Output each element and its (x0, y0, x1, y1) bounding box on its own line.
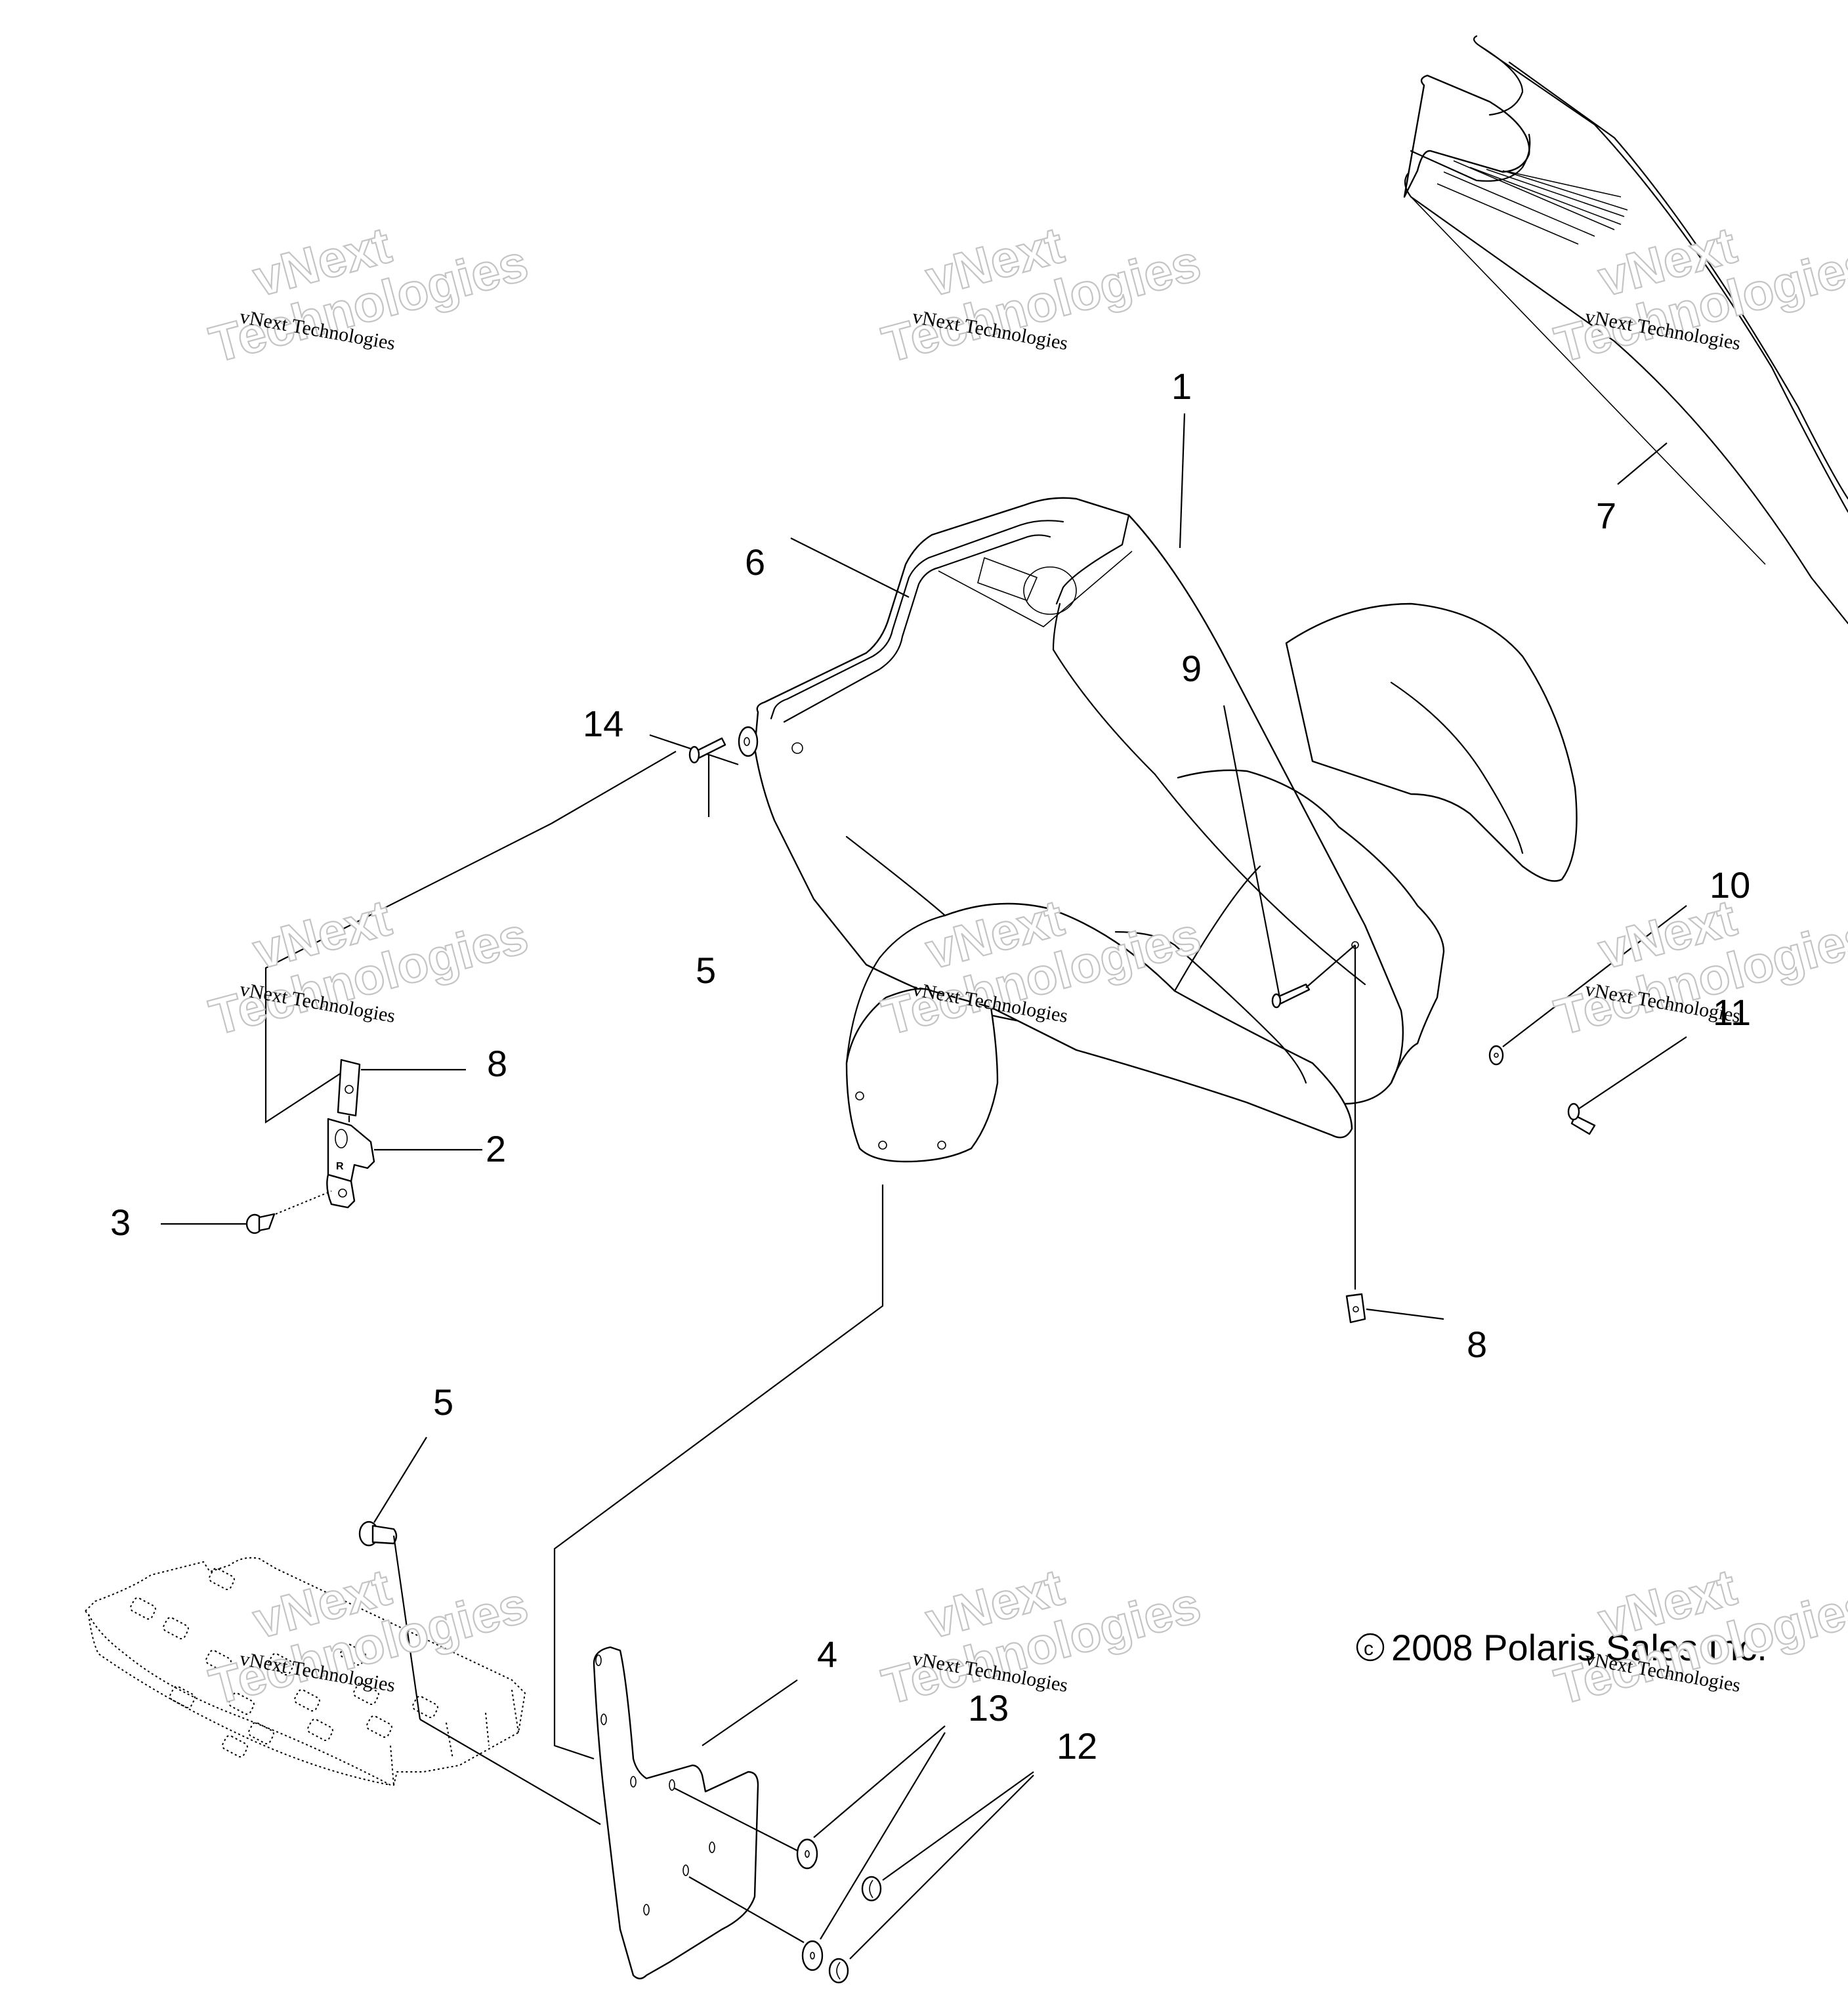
callout-4: 4 (817, 1633, 837, 1675)
copyright-text: 2008 Polaris Sales Inc. (1391, 1627, 1767, 1668)
part-5-screw-upper (688, 737, 726, 764)
leader-5b (373, 1437, 427, 1523)
part-12-nut-upper (861, 1876, 882, 1902)
part-4-mud-flap (593, 1646, 759, 1980)
leader-10 (1502, 905, 1687, 1047)
part-11-screw (1567, 1102, 1596, 1135)
footrest-slots (130, 1567, 438, 1758)
callout-6: 6 (745, 541, 765, 583)
callout-5-upper: 5 (696, 950, 716, 991)
part-8-speed-nut-left (337, 1059, 361, 1117)
part-10-washer (1488, 1045, 1504, 1066)
assembly-line-flap (553, 1185, 884, 1760)
part-14-washer (738, 726, 759, 757)
copyright-circle-icon (1356, 1633, 1385, 1662)
assembly-line-bracket (264, 751, 677, 1124)
callout-12: 12 (1057, 1725, 1097, 1767)
callout-11: 11 (1713, 992, 1751, 1033)
leader-11 (1578, 1036, 1687, 1110)
leader-9 (1223, 705, 1281, 998)
bracket-mark: R (336, 1161, 344, 1172)
callout-2: 2 (486, 1128, 506, 1169)
callout-8-right: 8 (1467, 1324, 1487, 1365)
part-2-bracket: R (326, 1118, 375, 1209)
callouts: 1 2 3 4 5 5 6 7 8 8 9 10 11 12 13 14 (110, 366, 1751, 1767)
part-13-washer-lower (801, 1940, 824, 1971)
callout-9: 9 (1181, 648, 1202, 689)
part-13-washer-upper (796, 1838, 818, 1870)
callout-8-left: 8 (487, 1043, 507, 1084)
callout-14: 14 (583, 703, 623, 744)
callout-1: 1 (1171, 366, 1192, 407)
part-5-screw-lower (358, 1521, 398, 1547)
leader-12 (849, 1771, 1034, 1960)
part-7-trim-strip (1403, 35, 1848, 625)
part-3-push-rivet (245, 1213, 276, 1234)
part-12-nut-lower (828, 1958, 849, 1984)
copyright-c: c (1364, 1638, 1374, 1660)
part-1-front-fender (753, 497, 1578, 1163)
callout-10: 10 (1710, 864, 1750, 906)
leader-7 (1617, 442, 1668, 485)
part-9-screw (1271, 983, 1311, 1009)
callout-13: 13 (968, 1687, 1009, 1729)
leader-4 (702, 1679, 798, 1746)
leader-1 (1179, 413, 1186, 549)
leader-8b (1366, 1308, 1444, 1320)
callout-7: 7 (1596, 495, 1616, 536)
leader-13 (813, 1725, 946, 1940)
leader-6 (790, 537, 910, 598)
part-8-speed-nut-right (1345, 1293, 1366, 1324)
callout-5-lower: 5 (433, 1381, 453, 1423)
footrest-reference (84, 1557, 526, 1786)
callout-3: 3 (110, 1202, 131, 1243)
copyright: c 2008 Polaris Sales Inc. (1356, 1627, 1767, 1668)
